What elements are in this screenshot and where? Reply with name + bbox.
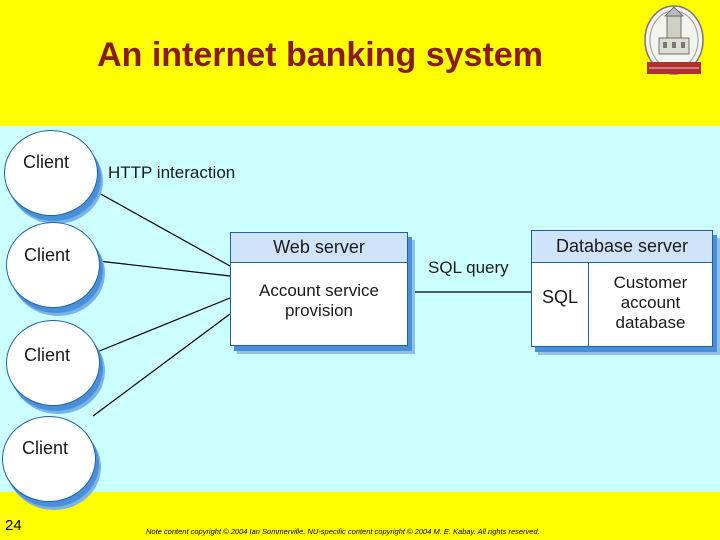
page-number: 24 [5,517,22,534]
copyright-notice: Note content copyright © 2004 Ian Sommer… [146,527,540,536]
client-label: Client [24,345,71,365]
database-server-title: Database server [532,231,712,263]
diagram-area: Client Client Client Client HTTP interac… [0,126,720,502]
slide-title: An internet banking system [97,36,543,74]
client-label: Client [24,245,71,265]
connector-lines [92,191,531,417]
client-node [6,320,100,406]
client-label: Client [22,438,69,458]
client-label: Client [23,152,70,172]
web-server-body: Account service provision [259,281,379,320]
university-logo [641,2,707,84]
web-server-box: Web server Account service provision [230,232,408,346]
customer-account-database-label: Customer account database [613,273,688,332]
database-sql-label: SQL [541,287,579,307]
database-divider [588,263,589,346]
web-server-title: Web server [231,233,407,263]
http-interaction-label: HTTP interaction [108,163,236,182]
client-node [4,130,98,216]
client-node [6,222,100,308]
database-server-box: Database server SQL Customer account dat… [531,230,713,347]
sql-query-label: SQL query [428,258,509,277]
client-node [2,416,96,502]
